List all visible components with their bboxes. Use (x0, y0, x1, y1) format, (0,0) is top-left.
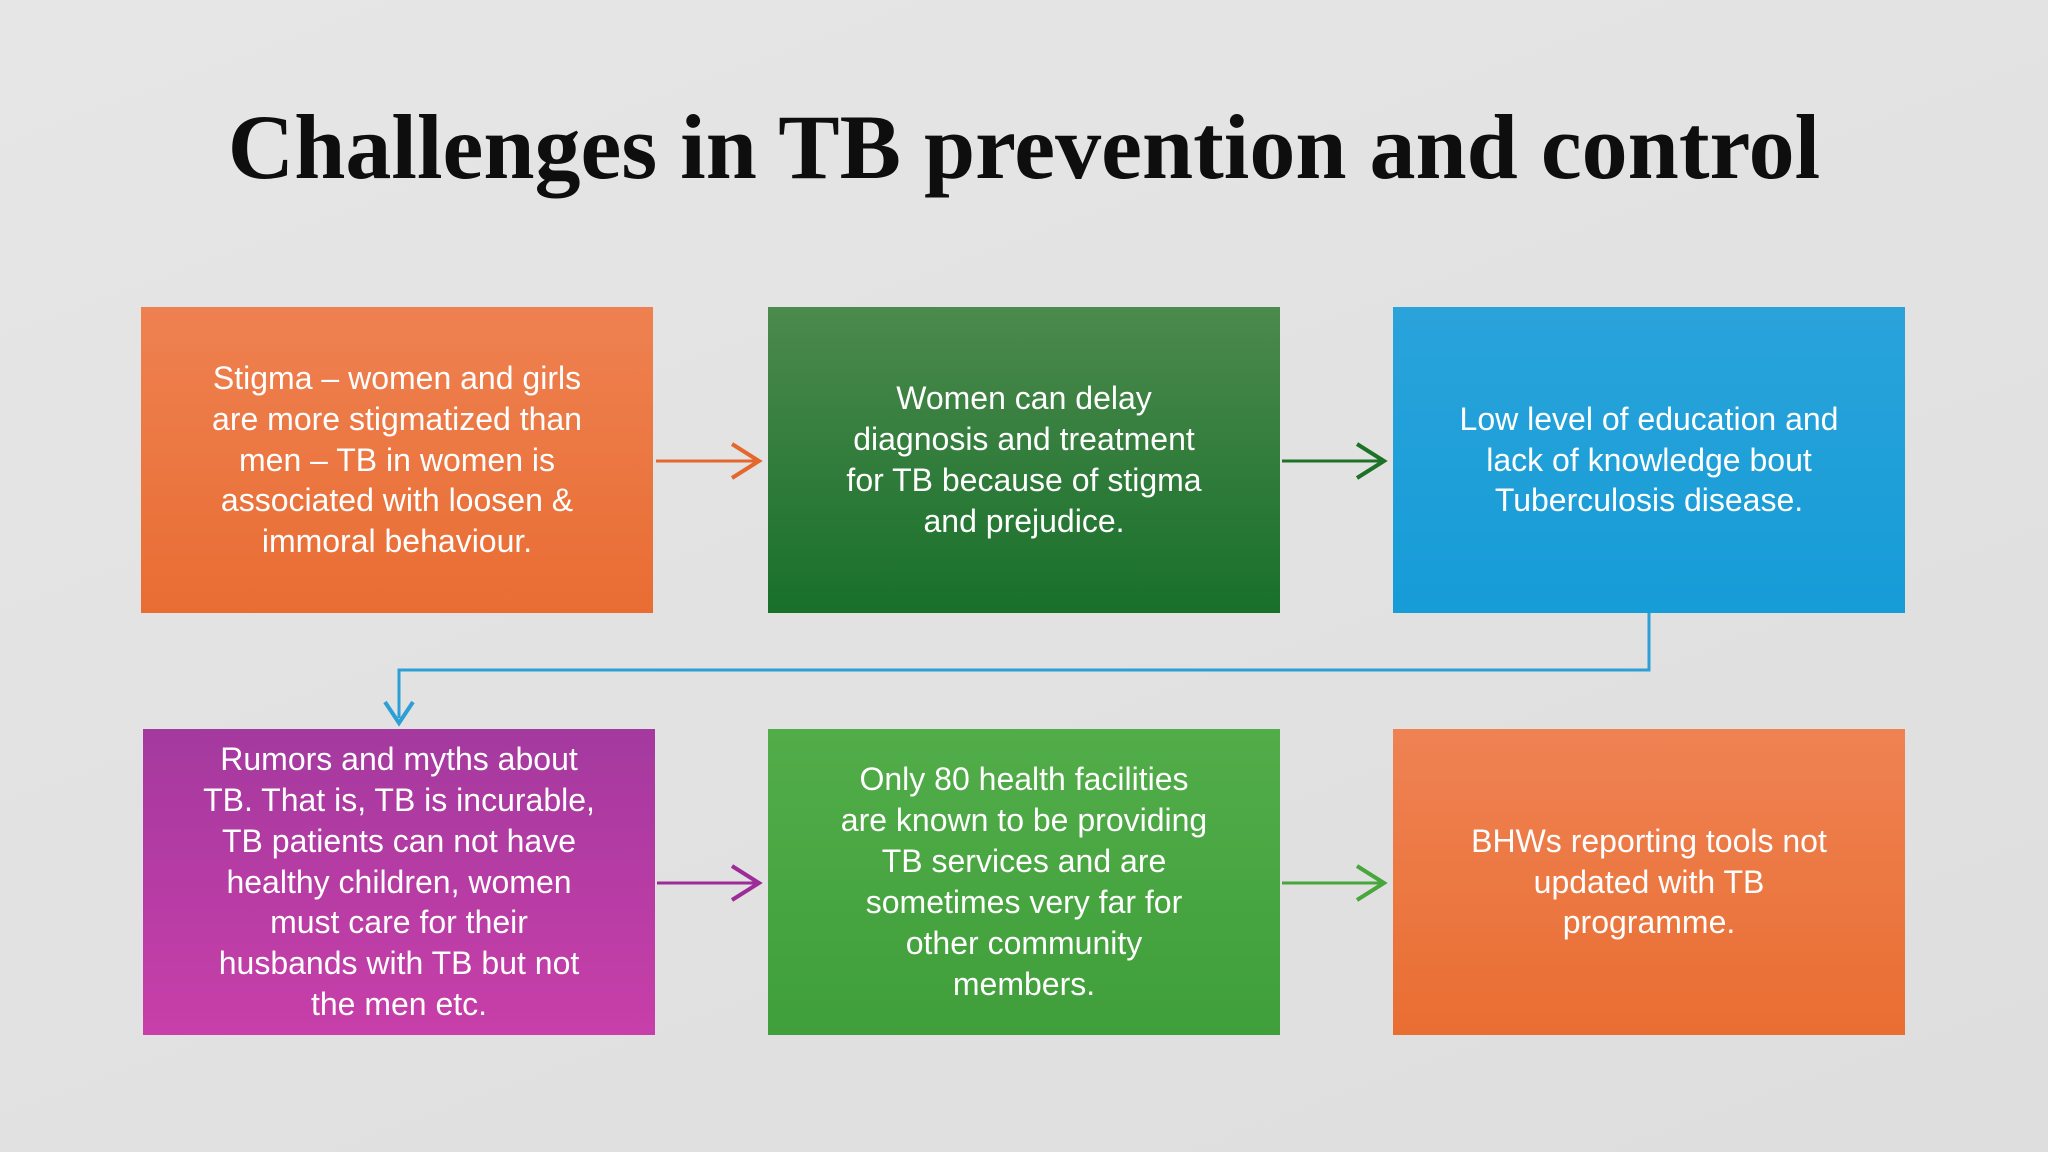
box-health-facilities-text: Only 80 health facilities are known to b… (840, 761, 1208, 1002)
box-bhw-reporting-tools-text: BHWs reporting tools not updated with TB… (1471, 822, 1827, 941)
box-stigma-text: Stigma – women and girls are more stigma… (212, 359, 582, 560)
connector-education-to-rumors (383, 613, 1651, 727)
box-bhw-reporting-tools: BHWs reporting tools not updated with TB… (1393, 729, 1905, 1035)
arrow-rumors-to-facilities (657, 864, 763, 902)
box-low-education: Low level of education and lack of knowl… (1393, 307, 1905, 613)
box-low-education-text: Low level of education and lack of knowl… (1459, 400, 1839, 519)
box-stigma: Stigma – women and girls are more stigma… (141, 307, 653, 613)
box-delayed-diagnosis-text: Women can delay diagnosis and treatment … (846, 380, 1202, 539)
box-rumors-myths: Rumors and myths about TB. That is, TB i… (143, 729, 655, 1035)
box-rumors-myths-text: Rumors and myths about TB. That is, TB i… (203, 740, 595, 1023)
box-delayed-diagnosis: Women can delay diagnosis and treatment … (768, 307, 1280, 613)
page-title: Challenges in TB prevention and control (227, 96, 1821, 198)
arrow-stigma-to-delay (656, 442, 763, 480)
arrow-facilities-to-bhw (1282, 864, 1388, 902)
arrow-delay-to-education (1282, 442, 1388, 480)
box-health-facilities: Only 80 health facilities are known to b… (768, 729, 1280, 1035)
